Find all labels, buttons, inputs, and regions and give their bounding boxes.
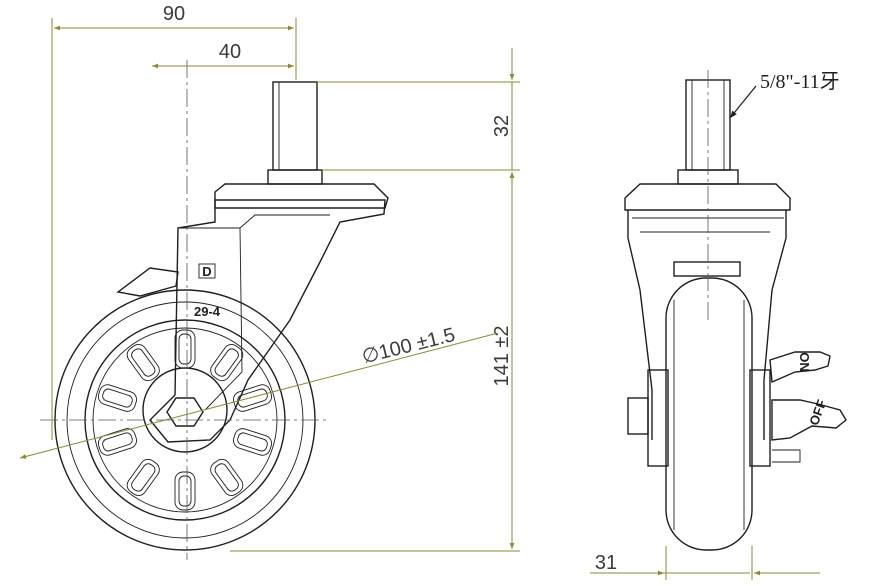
model-code: 29-4 [194, 304, 221, 319]
front-wheel [665, 277, 753, 551]
dim-90-label: 90 [163, 3, 185, 25]
front-axle-nut [627, 397, 649, 435]
front-view: ON OFF [624, 70, 847, 551]
fork-body [149, 199, 386, 443]
dimension-total-height: 141 ±2 [230, 172, 520, 552]
front-top-plate [624, 183, 791, 211]
brake-on-label: ON [797, 352, 812, 372]
brake-lever [116, 267, 179, 297]
dimension-offset: 40 [152, 41, 294, 69]
front-brake-block [673, 261, 741, 277]
dim-40-label: 40 [219, 41, 241, 63]
dimension-overall-width: 90 [51, 3, 297, 440]
logo-box [198, 263, 216, 279]
front-fork-right-leg [763, 210, 787, 440]
fork-inner-edge [180, 227, 243, 411]
top-plate [214, 183, 389, 209]
threaded-stem [272, 81, 318, 171]
dimension-stem-length: 32 [317, 48, 520, 205]
front-fork-left-leg [627, 210, 653, 440]
fork-top-edge [239, 214, 330, 229]
thread-callout: 5/8"-11牙 [729, 71, 840, 119]
logo-letter: D [202, 264, 211, 279]
brake-pedal-on [769, 351, 831, 384]
wheel-hub [142, 367, 228, 453]
front-axle-washer-right [749, 369, 771, 467]
side-view: D 29-4 [40, 60, 389, 560]
dim-31-label: 31 [595, 552, 617, 574]
brake-pedal-off [771, 399, 847, 441]
dim-32-label: 32 [491, 115, 513, 137]
stem-nut [267, 169, 323, 185]
front-axle-washer-left [647, 369, 669, 467]
dim-diameter-label: ∅100 ±1.5 [360, 324, 458, 368]
wheel-spokes [97, 329, 273, 511]
thread-spec-label: 5/8"-11牙 [760, 71, 840, 93]
axle-nut [166, 397, 204, 427]
dim-141-label: 141 ±2 [491, 325, 513, 386]
dimension-wheel-width: 31 [590, 546, 820, 580]
